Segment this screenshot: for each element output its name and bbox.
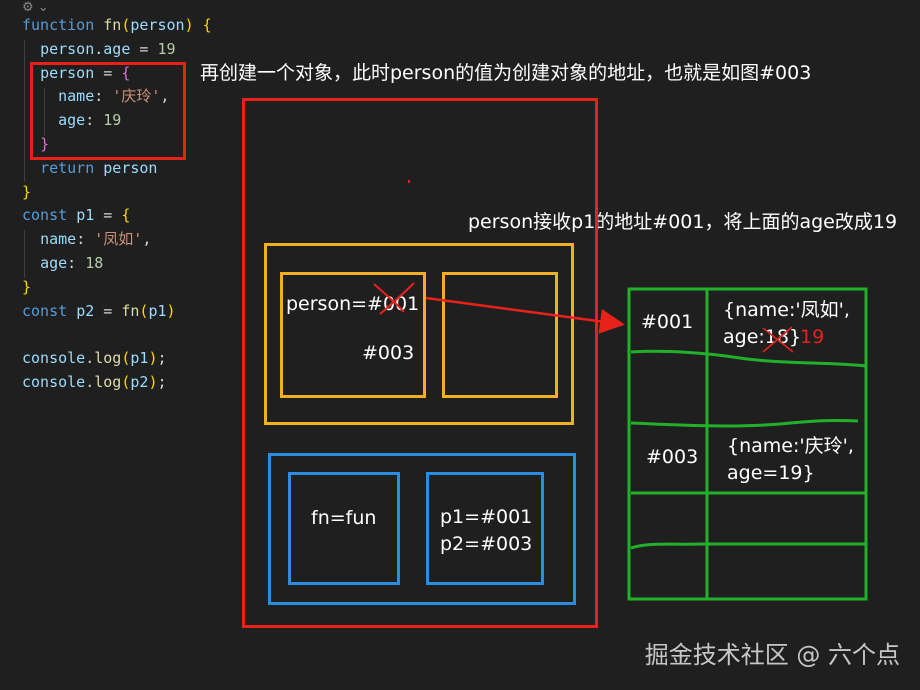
reference-arrow <box>425 296 625 334</box>
heap-row2-address: #003 <box>646 446 699 468</box>
empty-variable-box <box>442 272 558 398</box>
function-frame <box>264 243 574 425</box>
cross-mark-age <box>762 326 794 353</box>
annotation-receive-address: person接收p1的地址#001，将上面的age改成19 <box>468 211 898 233</box>
indent-guide <box>24 40 25 182</box>
code-line: } <box>40 135 50 153</box>
code-line: } <box>22 277 32 296</box>
person-new-address: #003 <box>362 342 415 364</box>
code-line: name: '庆玲', <box>58 87 170 106</box>
code-line: age: 18 <box>40 254 104 272</box>
heap-row2-line1: {name:'庆玲', <box>727 435 854 457</box>
code-line: const p2 = fn(p1) <box>22 301 176 320</box>
person-variable-box <box>280 272 426 398</box>
indent-guide <box>44 88 45 136</box>
heap-row1-address: #001 <box>641 311 694 333</box>
annotation-create-object: 再创建一个对象，此时person的值为创建对象的地址，也就是如图#003 <box>200 62 812 84</box>
fn-variable-box <box>288 472 400 585</box>
code-line: const p1 = { <box>22 206 131 225</box>
code-line: person.age = 19 <box>40 39 176 58</box>
heap-row1-new-age: 19 <box>800 326 825 348</box>
cross-mark-address <box>373 282 415 315</box>
code-line: console.log(p1); <box>22 349 167 368</box>
heap-table <box>627 287 868 601</box>
watermark: 掘金技术社区 @ 六个点 <box>644 641 900 669</box>
code-line: name: '凤如', <box>40 230 152 249</box>
fn-label: fn=fun <box>311 507 377 529</box>
heap-row2-line2: age=19} <box>727 462 815 484</box>
p-variables-box <box>426 472 544 585</box>
editor-icon: ⚙ ⌄ <box>22 0 49 15</box>
p1-label: p1=#001 <box>440 506 533 528</box>
heap-row1-line1: {name:'凤如', <box>723 299 850 321</box>
code-line: person = { <box>40 63 131 82</box>
code-line: return person <box>40 158 158 177</box>
global-frame <box>268 453 576 605</box>
code-line: } <box>22 182 32 201</box>
p2-label: p2=#003 <box>440 533 533 555</box>
memory-container <box>242 98 598 628</box>
indent-guide <box>24 230 25 278</box>
code-line: function fn(person) { <box>22 16 212 34</box>
code-highlight-box <box>30 62 186 160</box>
code-line: age: 19 <box>58 111 122 130</box>
code-line: console.log(p2); <box>22 373 167 391</box>
